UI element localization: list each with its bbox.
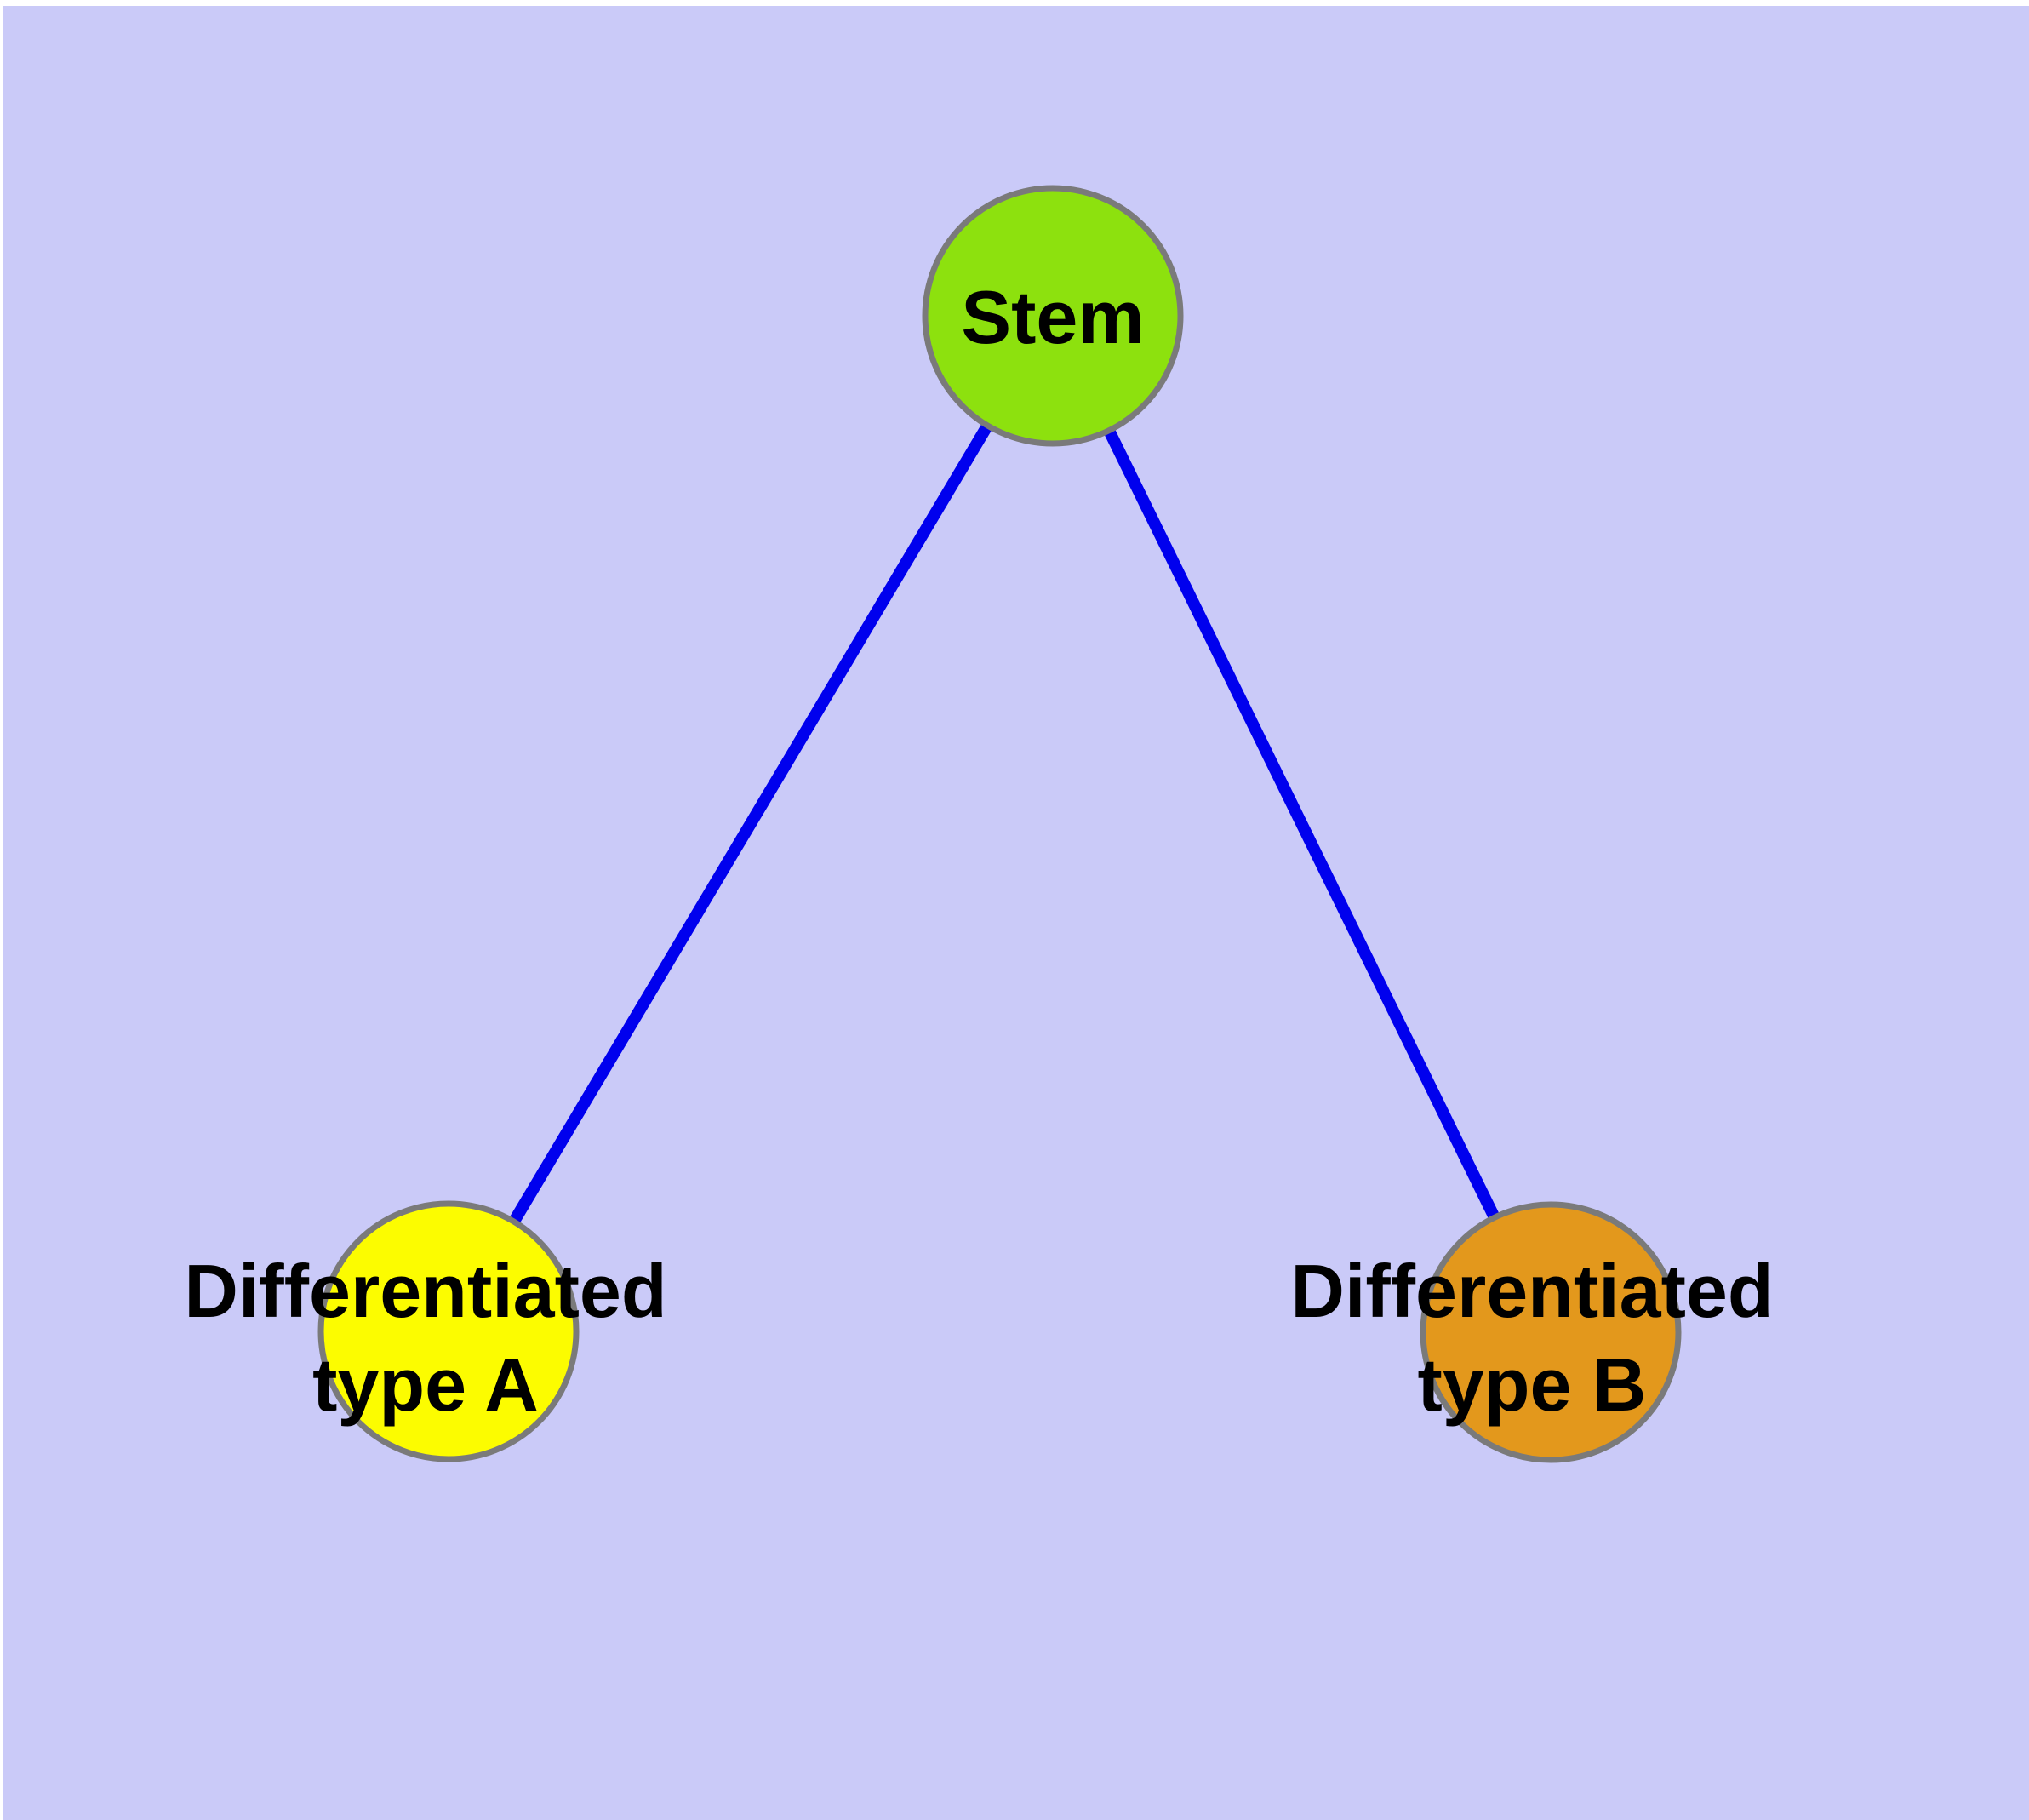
edge-stem-to-type-a-line bbox=[443, 312, 1059, 1335]
node-type-b-label-line2: type B bbox=[1418, 1342, 1647, 1427]
node-type-a-circle bbox=[317, 1200, 580, 1462]
node-type-b-label-line1: Differentiated bbox=[1290, 1249, 1773, 1333]
node-stem-label: Stem bbox=[961, 275, 1144, 359]
node-stem-circle bbox=[922, 185, 1184, 447]
edge-stem-to-type-b-line bbox=[1047, 312, 1557, 1336]
node-type-a-label-line2: type A bbox=[312, 1342, 539, 1427]
node-type-b-circle bbox=[1420, 1201, 1682, 1463]
node-type-a-label-line1: Differentiated bbox=[184, 1249, 666, 1333]
